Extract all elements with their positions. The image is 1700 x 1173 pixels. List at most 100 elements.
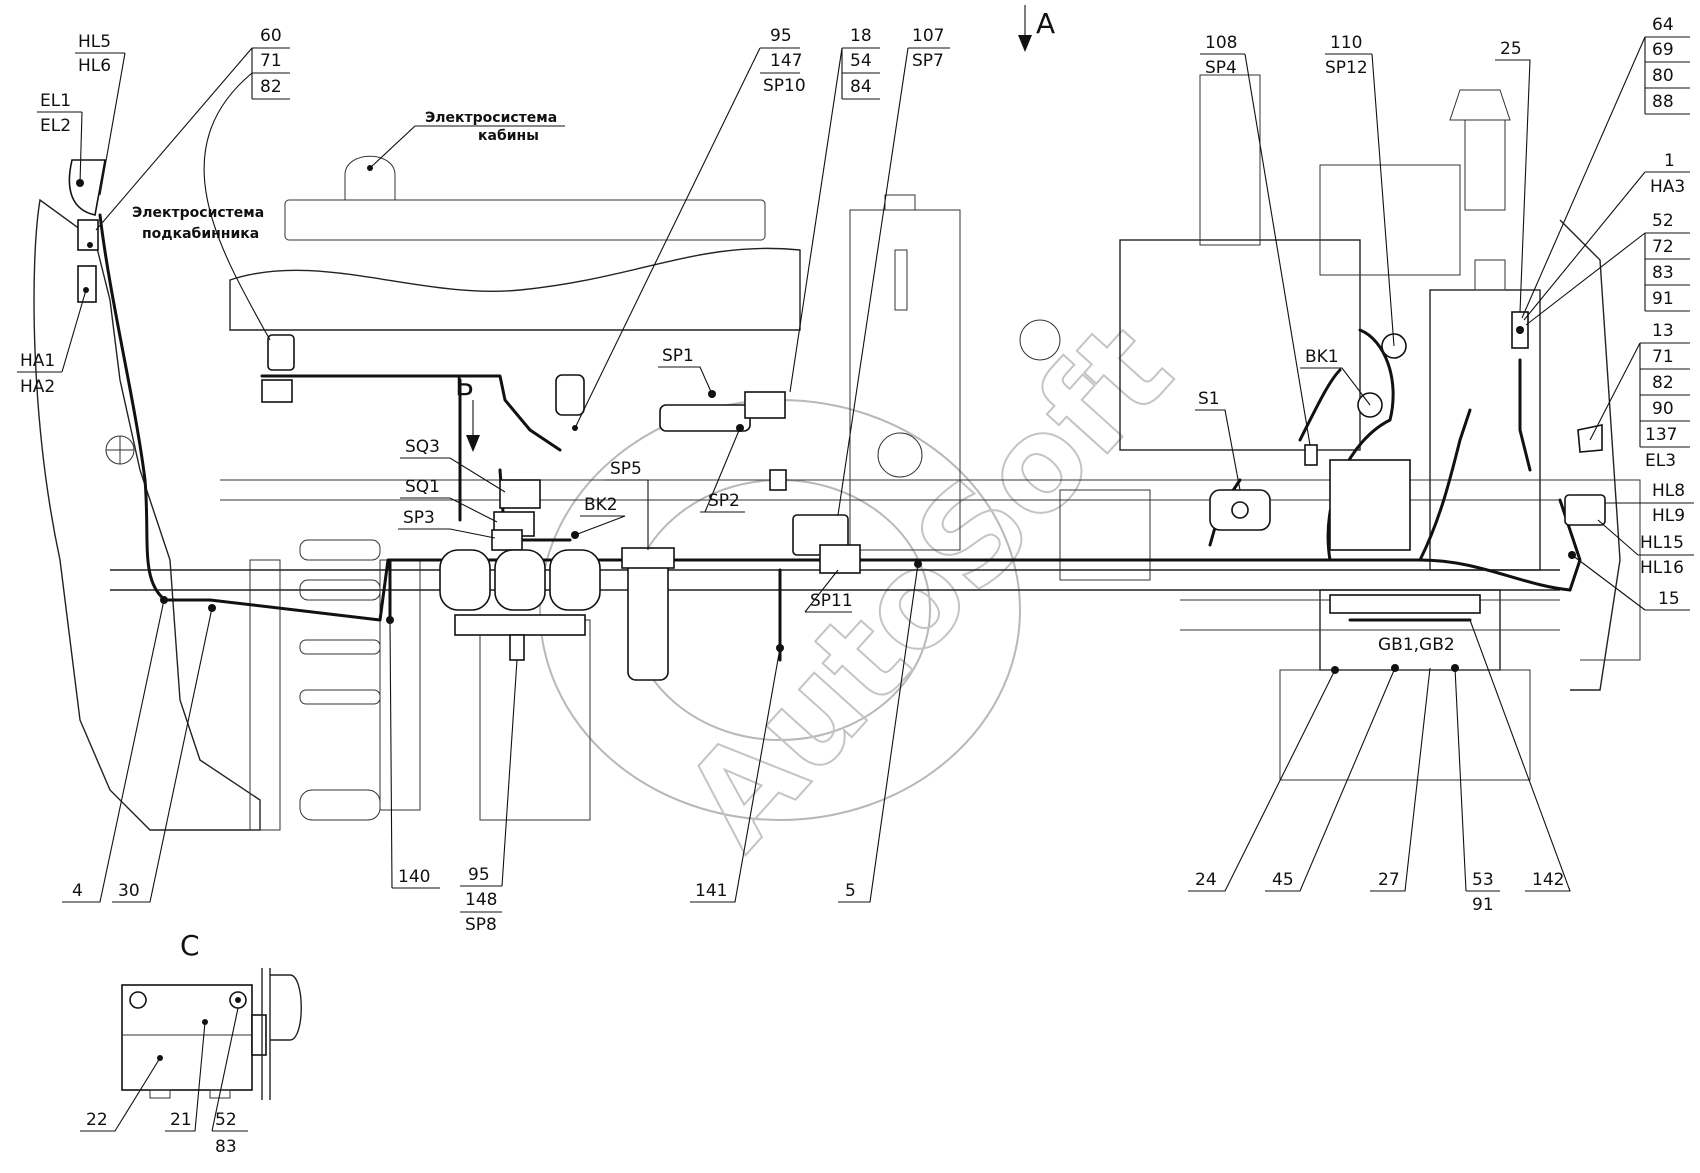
svg-text:13: 13 <box>1652 321 1674 341</box>
svg-text:52: 52 <box>1652 211 1674 231</box>
svg-text:71: 71 <box>1652 347 1674 367</box>
sensor-sp11-icon <box>819 544 861 574</box>
svg-text:25: 25 <box>1500 39 1522 59</box>
sensor-sp10-icon <box>555 374 585 416</box>
bracket-icon <box>769 469 787 491</box>
note-undercab-line2: подкабинника <box>142 226 259 242</box>
pivot-cross <box>106 436 134 464</box>
callout-108-sp4: 108 SP4 <box>1200 33 1311 446</box>
rear-bracket <box>1560 479 1641 661</box>
rear-body <box>1559 219 1621 691</box>
rear-riser <box>1418 408 1472 562</box>
svg-text:SP8: SP8 <box>465 915 497 935</box>
svg-text:SQ1: SQ1 <box>405 477 440 497</box>
svg-text:30: 30 <box>118 881 140 901</box>
svg-text:HA3: HA3 <box>1650 177 1685 197</box>
svg-text:69: 69 <box>1652 40 1674 60</box>
callout-s1: S1 <box>1195 389 1241 491</box>
svg-text:SP10: SP10 <box>763 76 806 96</box>
svg-text:SP3: SP3 <box>403 508 435 528</box>
svg-text:27: 27 <box>1378 870 1400 890</box>
components <box>160 311 1606 681</box>
callout-52-83: 52 83 <box>211 1007 248 1157</box>
svg-text:BK1: BK1 <box>1305 347 1339 367</box>
callout-27: 27 <box>1370 667 1431 892</box>
callout-sp3: SP3 <box>398 508 496 539</box>
callout-el1-el2: EL1 EL2 <box>37 91 83 184</box>
svg-text:HL8: HL8 <box>1652 481 1685 501</box>
svg-text:HL9: HL9 <box>1652 506 1685 526</box>
callout-110-sp12: 110 SP12 <box>1325 33 1395 347</box>
cab-roof <box>284 199 766 241</box>
svg-text:SP1: SP1 <box>662 346 694 366</box>
callout-140: 140 <box>389 619 440 889</box>
callout-30: 30 <box>112 607 213 903</box>
note-cabin-line2: кабины <box>478 128 539 144</box>
callout-64-69-80-88: 64 69 80 88 <box>1521 15 1690 319</box>
bolt-left-icon <box>129 991 147 1009</box>
svg-text:60: 60 <box>260 26 282 46</box>
callout-25: 25 <box>1495 39 1531 313</box>
svg-text:HA1: HA1 <box>20 351 55 371</box>
note-undercab-line1: Электросистема <box>132 205 264 221</box>
cab-connector-base-icon <box>261 379 293 403</box>
receiver-2-icon <box>494 549 546 611</box>
svg-text:52: 52 <box>215 1110 237 1130</box>
cab-harness <box>260 374 562 452</box>
callout-141: 141 <box>690 647 781 903</box>
svg-text:EL1: EL1 <box>40 91 71 111</box>
svg-text:45: 45 <box>1272 870 1294 890</box>
callout-22: 22 <box>80 1057 161 1132</box>
engine-mount <box>1059 489 1151 581</box>
svg-text:GB1,GB2: GB1,GB2 <box>1378 635 1455 655</box>
exhaust-pipe <box>1199 74 1261 246</box>
svg-text:21: 21 <box>170 1110 192 1130</box>
svg-text:SP7: SP7 <box>912 51 944 71</box>
svg-text:90: 90 <box>1652 399 1674 419</box>
tank-window <box>894 249 908 311</box>
svg-text:SQ3: SQ3 <box>405 437 440 457</box>
relay-terminal-icon <box>251 1014 267 1056</box>
callout-hl15-hl16: HL15 HL16 <box>1597 519 1694 578</box>
cab-dome <box>344 155 396 201</box>
horn-ha1-icon <box>77 265 97 303</box>
callout-sq3: SQ3 <box>400 437 506 493</box>
svg-text:140: 140 <box>398 867 430 887</box>
svg-text:EL3: EL3 <box>1645 451 1676 471</box>
callout-bk1: BK1 <box>1300 347 1371 406</box>
svg-text:SP11: SP11 <box>810 591 853 611</box>
callout-13-71-82-90-137-el3: 13 71 82 90 137 EL3 <box>1589 321 1690 471</box>
cab-connector-icon <box>267 334 295 371</box>
engine-pulley-2 <box>1019 319 1061 361</box>
svg-text:1: 1 <box>1664 151 1675 171</box>
svg-text:95: 95 <box>468 865 490 885</box>
front-lights <box>68 159 106 303</box>
view-c-label: C <box>180 929 200 962</box>
front-axle <box>249 539 421 831</box>
svg-text:110: 110 <box>1330 33 1362 53</box>
generator-icon <box>1329 459 1411 551</box>
callout-60-71-82: 60 71 82 <box>95 26 290 341</box>
svg-text:SP5: SP5 <box>610 459 642 479</box>
callout-sp11: SP11 <box>804 569 853 613</box>
exhaust-stack <box>1464 119 1506 211</box>
svg-text:HL5: HL5 <box>78 32 111 52</box>
view-b-label: Б <box>455 369 474 402</box>
engine-pulley <box>877 432 923 478</box>
tank-cap <box>884 194 916 211</box>
front-frame <box>33 198 261 831</box>
svg-text:22: 22 <box>86 1110 108 1130</box>
sensor-sp8-icon <box>509 634 525 661</box>
svg-text:82: 82 <box>1652 373 1674 393</box>
lamp-el3-icon <box>1577 424 1603 453</box>
note-undercab: Электросистема подкабинника <box>132 205 264 242</box>
svg-text:82: 82 <box>260 77 282 97</box>
svg-text:91: 91 <box>1472 895 1494 915</box>
callout-142: 142 <box>1469 619 1571 892</box>
svg-text:64: 64 <box>1652 15 1674 35</box>
filter-sp5-icon <box>627 549 669 681</box>
note-cabin: Электросистема кабины <box>367 110 565 171</box>
receiver-3-icon <box>549 549 601 611</box>
svg-text:53: 53 <box>1472 870 1494 890</box>
callout-24: 24 <box>1188 669 1336 892</box>
